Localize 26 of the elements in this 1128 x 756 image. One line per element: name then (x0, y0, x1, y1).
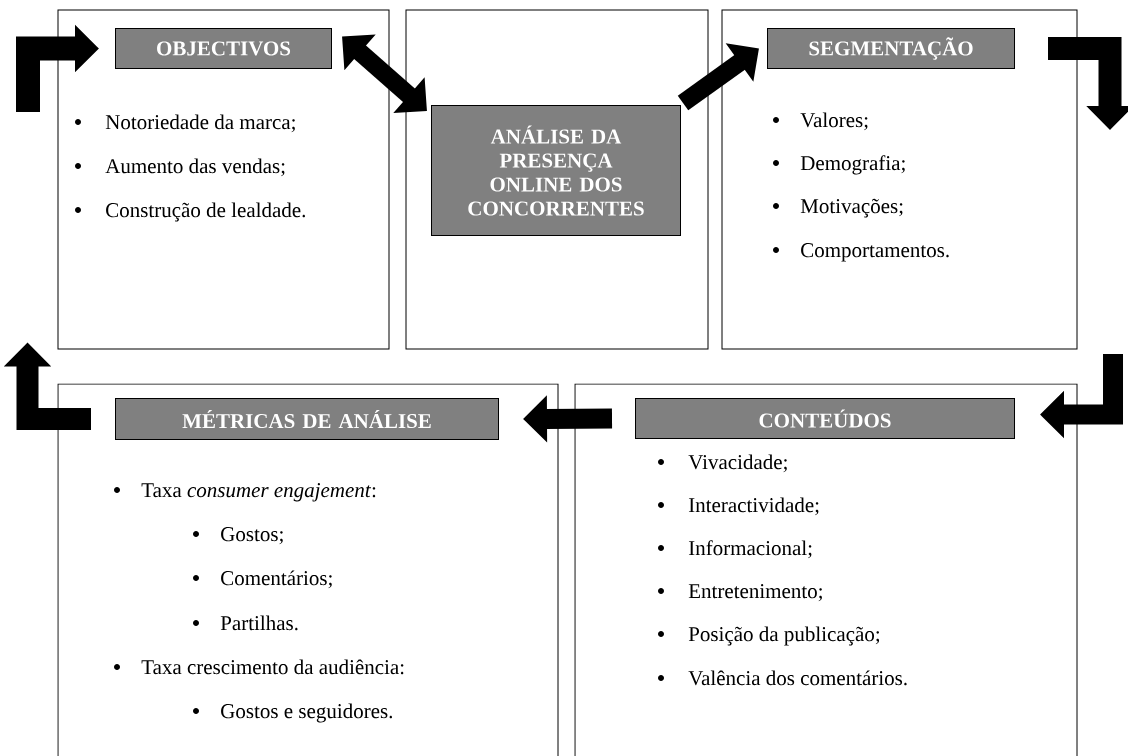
panel (405, 9, 709, 350)
bullet-item: Taxa crescimento da audiência: (114, 659, 404, 675)
bullet-item: Aumento das vendas; (75, 158, 285, 177)
bullet-item: Gostos; (193, 527, 283, 545)
bullet-item: Valência dos comentários. (658, 670, 907, 686)
heading-box: SEGMENTAÇÃO (767, 28, 1015, 69)
bullet-item: Construção de lealdade. (75, 202, 305, 222)
bullet-item: Demografia; (773, 155, 905, 175)
bullet-item: Comportamentos. (773, 243, 949, 262)
bullet-item: Gostos e seguidores. (193, 703, 393, 723)
arrow (677, 43, 759, 111)
heading-box: MÉTRICAS DE ANÁLISE (115, 398, 499, 440)
bullet-item: Vivacidade; (658, 454, 787, 473)
bullet-item: Interactividade; (658, 497, 819, 516)
bullet-item: Motivações; (773, 198, 903, 218)
bullet-item: Taxa consumer engajement: (114, 483, 376, 502)
heading-box: OBJECTIVOS (115, 28, 332, 69)
bullet-item: Valores; (773, 112, 868, 131)
heading-box: ANÁLISE DA PRESENÇA ONLINE DOS CONCORRENTES (431, 105, 681, 236)
bullet-item: Posição da publicação; (658, 626, 880, 646)
heading-box: CONTEÚDOS (635, 398, 1015, 439)
bullet-item: Entretenimento; (658, 584, 822, 602)
bullet-item: Notoriedade da marca; (75, 114, 295, 133)
bullet-item: Informacional; (658, 540, 812, 559)
bullet-item: Comentários; (193, 570, 332, 589)
bullet-item: Partilhas. (193, 615, 298, 631)
